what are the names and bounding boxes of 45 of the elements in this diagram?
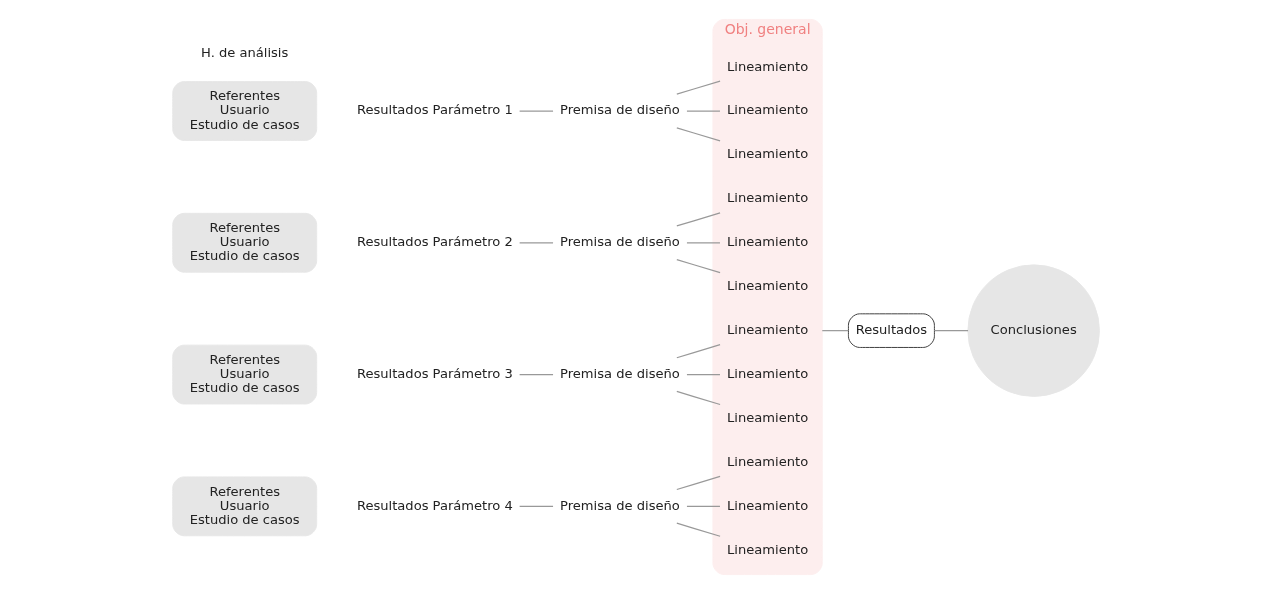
connector — [518, 110, 554, 112]
connector — [675, 212, 721, 227]
connector — [675, 344, 721, 359]
node-text: Resultados Parámetro 4 — [356, 497, 513, 513]
node-text: Lineamiento — [726, 453, 808, 469]
connector — [685, 505, 721, 507]
connector — [685, 373, 721, 376]
node-box: Resultados — [847, 313, 935, 348]
node-text: Premisa de diseño — [559, 366, 680, 382]
connector — [675, 127, 721, 142]
connector — [675, 80, 721, 95]
node-text: Resultados Parámetro 1 — [356, 102, 513, 118]
node-text: Lineamiento — [726, 322, 808, 338]
connector — [675, 522, 721, 537]
connector — [685, 110, 721, 112]
connector — [518, 242, 554, 244]
node-box: Referentes Usuario Estudio de casos — [171, 81, 317, 141]
node-text: Premisa de diseño — [559, 497, 680, 513]
connector — [518, 505, 554, 507]
node-box: Referentes Usuario Estudio de casos — [171, 476, 317, 537]
connector — [821, 330, 849, 332]
node-box: Referentes Usuario Estudio de casos — [171, 344, 317, 405]
connector — [675, 390, 721, 406]
connector — [933, 330, 969, 332]
node-text: Lineamiento — [726, 234, 808, 250]
node-text: Lineamiento — [726, 366, 808, 382]
node-text: Lineamiento — [726, 409, 808, 425]
node-text: Lineamiento — [726, 541, 808, 557]
connector — [675, 475, 721, 491]
node-circle: Conclusiones — [966, 264, 1100, 397]
connector — [518, 373, 554, 376]
node-text: Lineamiento — [726, 190, 808, 206]
node-text: Lineamiento — [726, 102, 808, 118]
node-text: Premisa de diseño — [559, 102, 680, 118]
label: H. de análisis — [200, 45, 288, 61]
node-text: Resultados Parámetro 3 — [356, 366, 513, 382]
node-text: Lineamiento — [726, 146, 808, 162]
node-text: Premisa de diseño — [559, 234, 680, 250]
node-text: Resultados Parámetro 2 — [356, 234, 513, 250]
node-text: Lineamiento — [726, 278, 808, 294]
node-text: Lineamiento — [726, 58, 808, 74]
node-box: Referentes Usuario Estudio de casos — [171, 212, 317, 273]
node-text: Lineamiento — [726, 497, 808, 513]
connector — [675, 259, 721, 274]
connector — [685, 242, 721, 244]
